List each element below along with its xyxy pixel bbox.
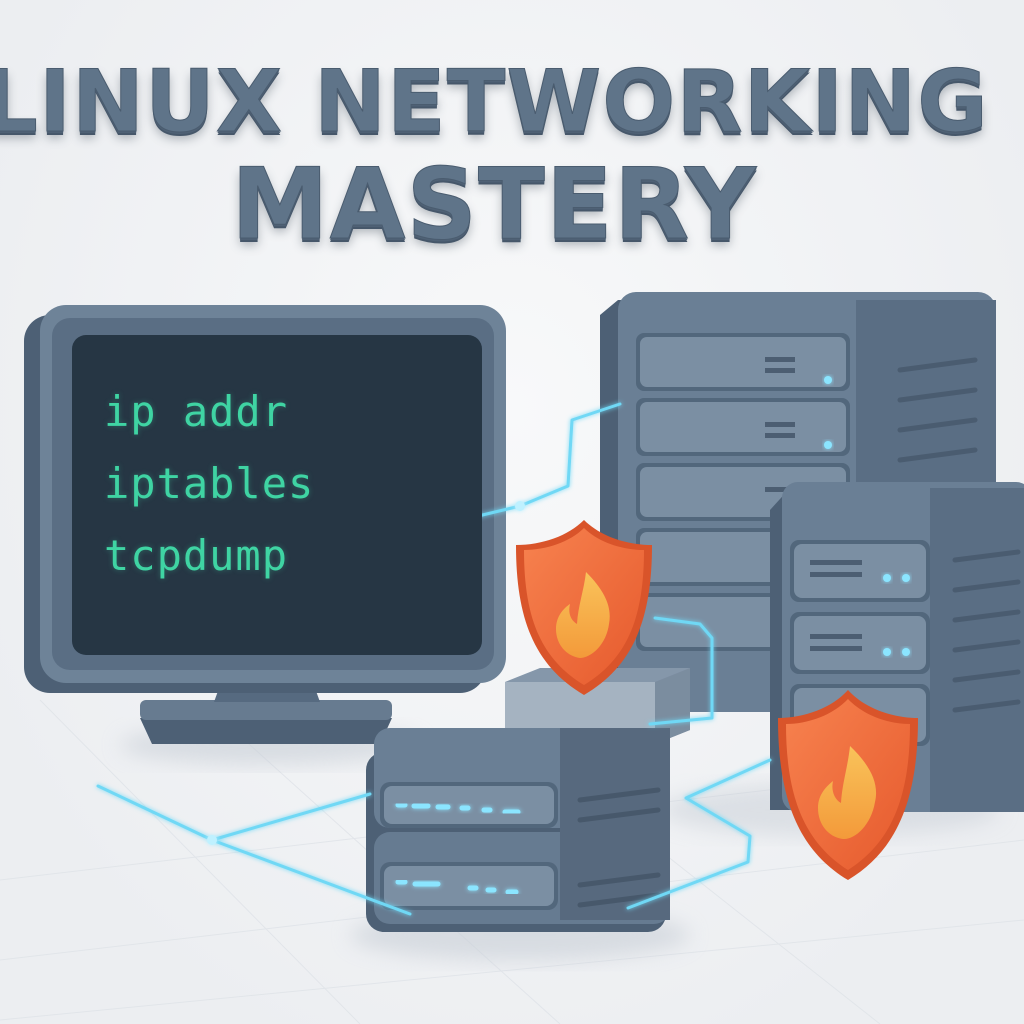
terminal-command-1: ip addr (104, 387, 289, 436)
terminal-screen: ip addr iptables tcpdump (72, 335, 482, 655)
firewall-shield-icon (516, 520, 652, 695)
title-line-1: LINUX NETWORKING (0, 52, 989, 153)
terminal-command-3: tcpdump (104, 531, 289, 580)
network-switch (366, 728, 670, 932)
title-line-2: MASTERY (231, 148, 757, 262)
server-unit-2 (636, 398, 850, 456)
terminal-command-2: iptables (104, 459, 315, 508)
server-unit-1 (636, 333, 850, 391)
firewall-shield-icon-2 (778, 690, 918, 880)
